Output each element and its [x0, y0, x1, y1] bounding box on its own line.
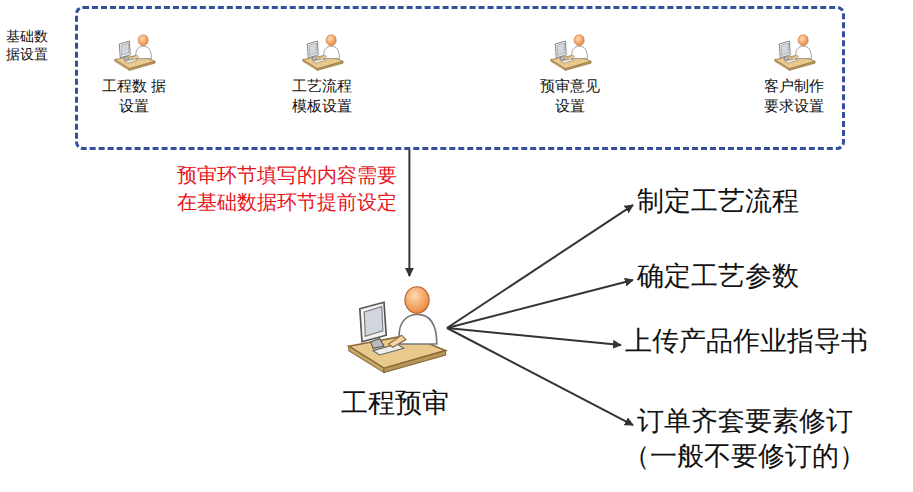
node-label: 预审意见 设置	[534, 76, 606, 115]
person-at-desk-icon	[771, 31, 817, 72]
role-node: 工程数 据设置	[78, 31, 190, 115]
arrow-connector	[408, 150, 410, 276]
node-label: 制定工艺流程	[637, 184, 799, 219]
task-node: 制定工艺流程	[637, 184, 799, 219]
node-label: 工程预审	[335, 385, 455, 421]
node-label: 订单齐套要素修订	[637, 404, 866, 439]
node-label: 客户制作 要求设置	[758, 76, 830, 115]
arrow-connector	[447, 205, 633, 328]
person-at-desk-icon	[111, 31, 157, 72]
person-at-desk-icon	[547, 31, 593, 72]
person-at-desk-icon	[340, 278, 450, 377]
node-label: （一般不要修订的）	[623, 439, 866, 474]
note-label: 预审环节填写的内容需要 在基础数据环节提前设定	[157, 162, 397, 216]
role-node: 预审意见 设置	[514, 31, 626, 115]
node-label: 工程数 据设置	[98, 76, 170, 115]
node-label: 确定工艺参数	[637, 259, 799, 294]
role-node: 客户制作 要求设置	[738, 31, 850, 115]
node-label: 工艺流程 模板设置	[286, 76, 358, 115]
node-label: 上传产品作业指导书	[625, 324, 868, 359]
arrow-connector	[447, 280, 633, 328]
arrow-connector	[447, 328, 633, 425]
group-heading: 基础数 据设置	[6, 27, 54, 63]
task-node: 订单齐套要素修订（一般不要修订的）	[637, 404, 866, 474]
group-box: 基础数 据设置工程数 据设置工艺流程 模板设置预审意见 设置客户制作 要求设置	[75, 6, 845, 150]
task-node: 上传产品作业指导书	[625, 324, 868, 359]
task-node: 确定工艺参数	[637, 259, 799, 294]
role-node: 工艺流程 模板设置	[266, 31, 378, 115]
person-at-desk-icon	[299, 31, 345, 72]
role-node: 工程预审	[335, 278, 455, 421]
